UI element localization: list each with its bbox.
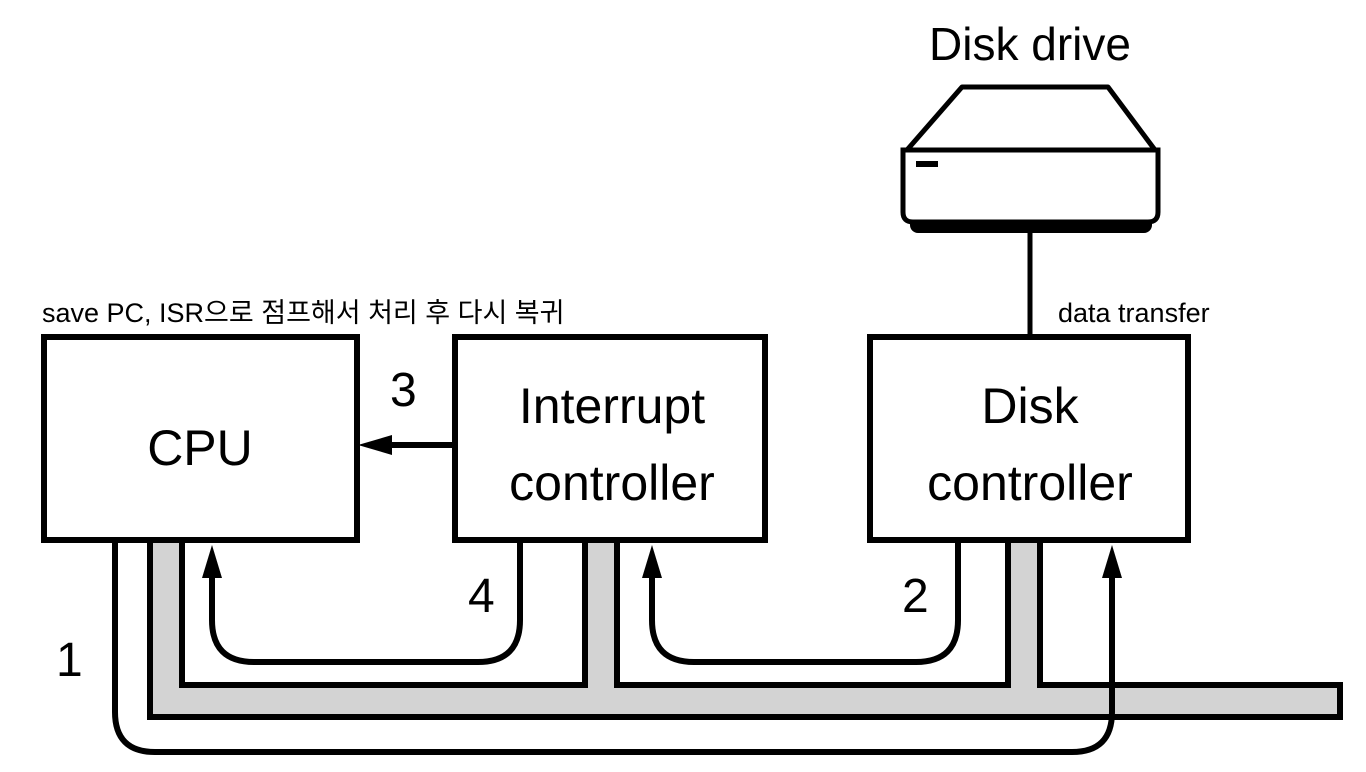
interrupt-controller-label-1: Interrupt [519,378,705,434]
arrow-step-4 [209,540,523,665]
step-1-label: 1 [56,634,83,687]
data-transfer-label: data transfer [1058,298,1210,328]
arrow-step-2 [649,540,961,665]
step-3-label: 3 [390,364,417,417]
step-2-label: 2 [902,570,929,623]
system-bus [147,537,1343,720]
arrowhead-step-3 [358,435,392,455]
disk-controller-label-2: controller [927,455,1133,511]
interrupt-controller-label-2: controller [509,455,715,511]
disk-drive-title: Disk drive [929,18,1131,70]
arrowhead-step-4 [202,545,222,578]
disk-controller-label-1: Disk [981,378,1079,434]
arrowhead-step-2 [642,545,662,578]
step-4-label: 4 [468,570,495,623]
cpu-box [41,334,360,543]
cpu-label: CPU [147,420,253,476]
cpu-note: save PC, ISR으로 점프해서 처리 후 다시 복귀 [42,298,564,328]
arrow-step-1 [112,540,1115,755]
interrupt-controller-box [452,334,768,543]
arrowhead-step-1 [1102,545,1122,578]
disk-drive-icon [900,84,1161,337]
